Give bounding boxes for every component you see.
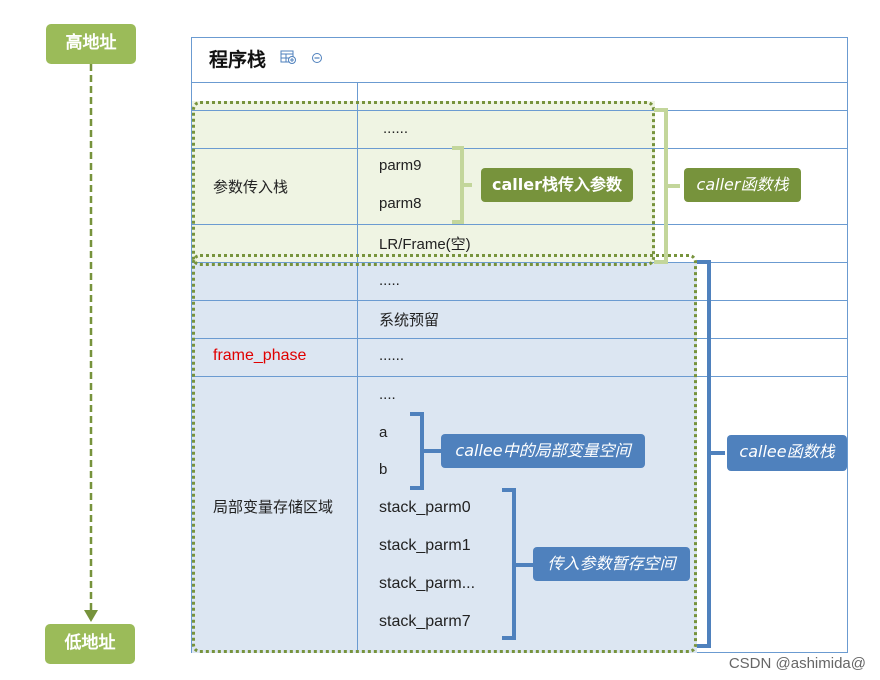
row-divider [191,300,848,301]
low-address-label: 低地址 [45,624,135,664]
brace-parm-green [452,146,472,224]
callee-stack-tag: callee函数栈 [727,435,847,471]
caller-params-tag: caller栈传入参数 [481,168,633,202]
collapse-icon[interactable] [311,52,323,64]
brace-params-blue [502,488,534,640]
row-divider [191,338,848,339]
cell-ellipsis: ..... [379,272,400,289]
high-address-label: 高地址 [46,24,136,64]
cell-a: a [379,424,388,441]
cell-lr-frame: LR/Frame(空) [379,236,471,253]
label-frame-phase: frame_phase [213,347,307,364]
cell-stack-parm0: stack_parm0 [379,499,471,516]
row-divider [191,376,848,377]
cell-b: b [379,461,388,478]
cell-parm9: parm9 [379,157,422,174]
cell-parm8: parm8 [379,195,422,212]
label-param-stack: 参数传入栈 [213,179,289,196]
row-divider [191,110,848,111]
row-divider [191,262,848,263]
cell-ellipsis: .... [379,386,396,403]
brace-caller-green [654,108,680,264]
watermark: CSDN @ashimida@ [728,655,866,672]
add-table-icon[interactable] [280,50,296,64]
params-temp-tag: 传入参数暂存空间 [533,547,690,581]
row-divider [191,224,848,225]
label-local-var-area: 局部变量存储区域 [213,499,334,516]
callee-locals-tag: callee中的局部变量空间 [441,434,645,468]
page-title: 程序栈 [209,49,267,71]
caller-stack-outline [192,101,655,266]
caller-stack-tag: caller函数栈 [684,168,801,202]
cell-stack-parm7: stack_parm7 [379,613,471,630]
row-divider [191,148,848,149]
cell-ellipsis: ...... [379,347,405,364]
brace-locals-blue [410,412,442,490]
column-divider [357,82,358,653]
cell-system-reserved: 系统预留 [379,312,440,329]
cell-stack-parm1: stack_parm1 [379,537,471,554]
row-divider [191,82,848,83]
cell-ellipsis: ...... [383,120,409,137]
callee-stack-outline [192,254,697,653]
address-direction-arrow [84,64,98,622]
cell-stack-parm-ellipsis: stack_parm... [379,575,476,592]
brace-callee-blue [697,260,725,648]
